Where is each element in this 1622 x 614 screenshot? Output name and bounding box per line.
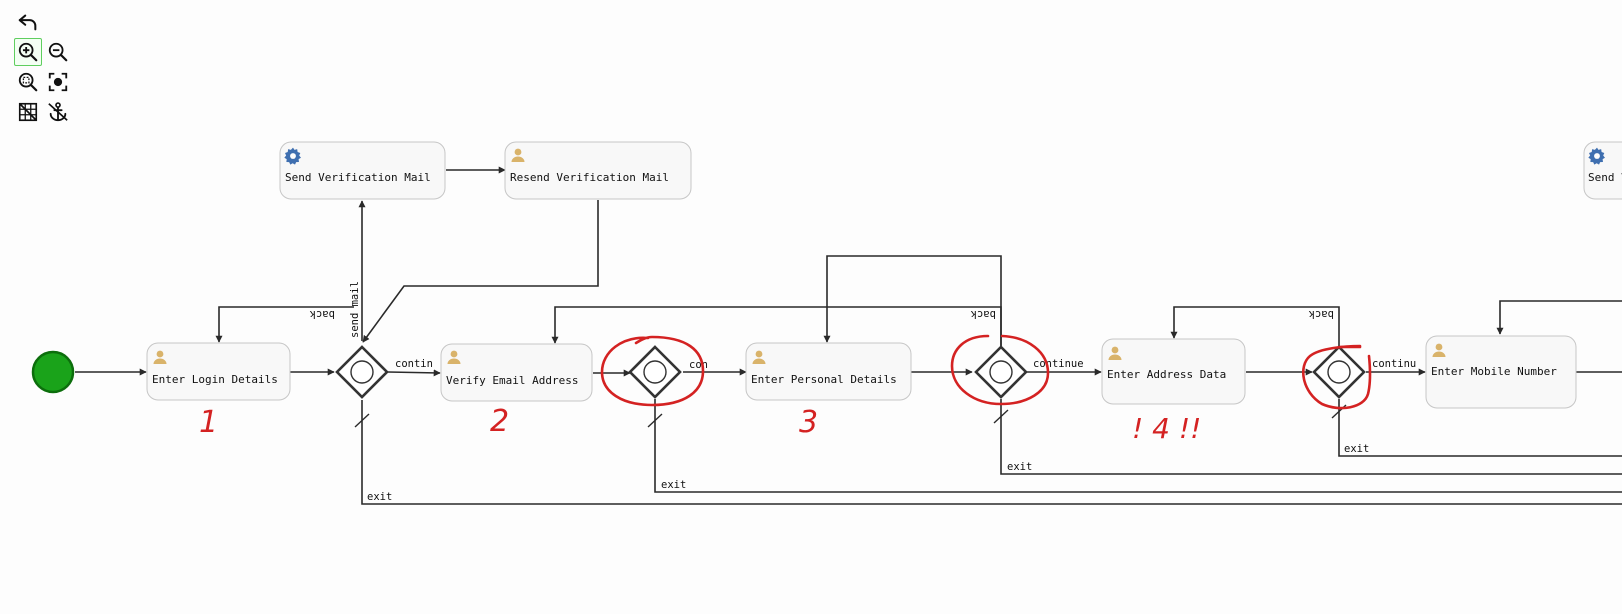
hand-annotations: 1 2 3 ! 4 !! <box>199 334 1372 445</box>
annotation-number-1: 1 <box>199 405 218 440</box>
annotation-number-2: 2 <box>490 404 509 439</box>
task-resend-verification-mail[interactable]: Resend Verification Mail <box>504 141 692 200</box>
flow-exit-1[interactable] <box>361 400 1622 505</box>
anchor-icon <box>48 102 68 122</box>
annotation-circle-gateway-2 <box>600 335 705 407</box>
task-label: Enter Address Data <box>1107 368 1226 381</box>
task-label: Verify Email Address <box>446 374 578 387</box>
flow-gateway3-to-personal[interactable] <box>823 255 1002 346</box>
flow-back-to-verify[interactable] <box>551 306 1002 346</box>
task-label: Enter Personal Details <box>751 373 897 386</box>
flow-resend-to-gateway1[interactable] <box>362 200 599 343</box>
grid-icon <box>18 102 38 122</box>
sequence-flows <box>75 166 1622 505</box>
zoom-fit-icon <box>18 72 38 92</box>
gateway-1[interactable] <box>335 345 389 399</box>
flow-exit-3[interactable] <box>1000 399 1622 475</box>
flow-back-to-login[interactable] <box>215 306 354 343</box>
task-enter-mobile-number[interactable]: Enter Mobile Number <box>1425 335 1577 409</box>
annotation-circle-gateway-3 <box>950 334 1050 406</box>
flow-label-contin: contin <box>395 358 433 370</box>
gateway-4[interactable] <box>1312 345 1366 399</box>
anchor-button[interactable] <box>44 98 72 126</box>
flow-label-send-mail: send mail <box>349 281 361 338</box>
default-flow-marker <box>993 409 1009 424</box>
default-flow-marker <box>354 413 370 428</box>
flow-label-exit-3: exit <box>1007 461 1032 473</box>
grid-toggle-button[interactable] <box>14 98 42 126</box>
default-flow-marker <box>647 413 663 428</box>
zoom-out-icon <box>48 42 68 62</box>
flow-exit-2[interactable] <box>654 399 1622 493</box>
gateway-2[interactable] <box>628 345 682 399</box>
annotation-number-4: ! 4 !! <box>1132 412 1201 445</box>
zoom-fit-button[interactable] <box>14 68 42 96</box>
undo-icon <box>18 14 37 31</box>
annotation-number-3: 3 <box>799 405 818 440</box>
flow-label-exit-1: exit <box>367 491 392 503</box>
focus-icon <box>48 72 68 92</box>
flow-label-continue: continue <box>1033 358 1084 370</box>
task-send-verification-mail[interactable]: Send Verification Mail <box>279 141 446 200</box>
zoom-in-button[interactable] <box>14 38 42 66</box>
flow-contin[interactable] <box>387 369 441 377</box>
zoom-in-icon <box>18 42 38 62</box>
gateway-3[interactable] <box>974 345 1028 399</box>
flow-label-back-2: back <box>970 308 996 320</box>
flow-into-mobile[interactable] <box>1496 300 1622 335</box>
task-label: Resend Verification Mail <box>510 171 669 184</box>
task-label: Enter Mobile Number <box>1431 365 1557 378</box>
flow-label-exit-4: exit <box>1344 443 1369 455</box>
task-enter-personal-details[interactable]: Enter Personal Details <box>745 342 912 401</box>
zoom-out-button[interactable] <box>44 38 72 66</box>
task-label: Send Verification Mail <box>285 171 431 184</box>
start-event[interactable] <box>31 350 75 394</box>
flow-label-con: con <box>689 359 708 371</box>
task-label: Enter Login Details <box>152 373 278 386</box>
flow-labels: contin con continue continu exit exit ex… <box>309 281 1416 503</box>
flow-label-continu: continu <box>1372 358 1416 370</box>
task-enter-login-details[interactable]: Enter Login Details <box>146 342 291 401</box>
task-label: Send V <box>1588 171 1622 184</box>
focus-button[interactable] <box>44 68 72 96</box>
flow-label-back-3: back <box>1308 308 1334 320</box>
flow-back-to-address[interactable] <box>1170 306 1340 346</box>
undo-button[interactable] <box>14 8 42 36</box>
flow-exit-4[interactable] <box>1338 399 1622 457</box>
task-enter-address-data[interactable]: Enter Address Data <box>1101 338 1246 405</box>
task-verify-email-address[interactable]: Verify Email Address <box>440 343 593 402</box>
annotation-circle-gateway-4 <box>1302 344 1372 410</box>
task-send-verification-mail-2[interactable]: Send V <box>1583 141 1622 200</box>
flow-label-exit-2: exit <box>661 479 686 491</box>
flow-label-back-1: back <box>309 308 335 320</box>
